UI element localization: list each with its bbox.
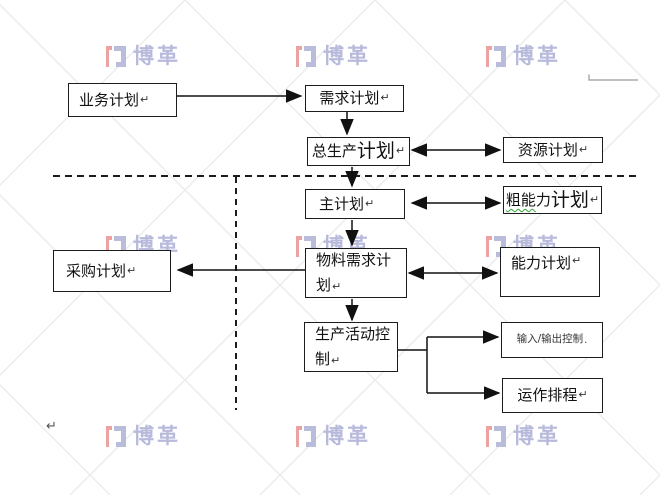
node-production-activity-control: 生产活动控 制↵ (304, 322, 398, 372)
return-mark: ↵ (578, 142, 589, 156)
node-operation-scheduling: 运作排程↵ (502, 378, 603, 413)
node-label-line2: 制 (315, 350, 331, 368)
node-label: 业务计划 (79, 90, 140, 109)
node-master-production-plan: 总生产计划↵ (307, 137, 410, 166)
return-mark: ↵ (589, 192, 600, 206)
return-mark: ↵ (127, 263, 137, 277)
node-label-large: 计划 (356, 140, 395, 163)
node-label: 能力计划 (511, 254, 572, 272)
node-purchasing-plan: 采购计划↵ (53, 250, 171, 292)
connector-pac-branch (398, 337, 428, 393)
paragraph-return-mark: ↵ (46, 419, 57, 434)
text-frame-corner-mark (588, 74, 638, 81)
node-label: 资源计划 (517, 140, 578, 159)
node-capacity-plan: 能力计划↵ (500, 247, 600, 297)
node-label: 总生产 (311, 142, 357, 161)
return-mark: ↵ (332, 280, 342, 293)
node-rough-capacity-plan: 粗能力计划↵ (503, 186, 602, 214)
node-label: 需求计划 (319, 89, 380, 108)
return-mark: ↵ (140, 92, 150, 106)
node-label-line2: 划 (316, 276, 332, 294)
period-mark: . (584, 334, 588, 346)
node-label: 力 (535, 190, 551, 209)
return-mark: ↵ (572, 254, 582, 267)
return-mark: ↵ (578, 388, 588, 402)
node-label: 采购计划 (66, 261, 127, 280)
node-demand-plan: 需求计划↵ (305, 85, 404, 112)
node-label: 主计划 (319, 194, 365, 213)
node-label-line1: 物料需求计 (316, 251, 392, 270)
node-label: 输入/输出控制 (516, 333, 584, 346)
node-resource-plan: 资源计划↵ (503, 137, 603, 163)
return-mark: ↵ (380, 91, 390, 105)
node-label-line1: 生产活动控 (315, 325, 391, 344)
node-label-spellcheck: 粗能 (505, 190, 536, 209)
node-material-requirements-plan: 物料需求计 划↵ (305, 248, 407, 298)
node-input-output-control: 输入/输出控制. (501, 322, 603, 358)
node-label: 运作排程 (517, 386, 578, 405)
return-mark: ↵ (395, 144, 406, 158)
node-label-large: 计划 (550, 188, 589, 211)
return-mark: ↵ (331, 354, 341, 367)
return-mark: ↵ (365, 196, 375, 210)
node-business-plan: 业务计划↵ (68, 83, 177, 117)
node-master-plan: 主计划↵ (305, 189, 405, 219)
